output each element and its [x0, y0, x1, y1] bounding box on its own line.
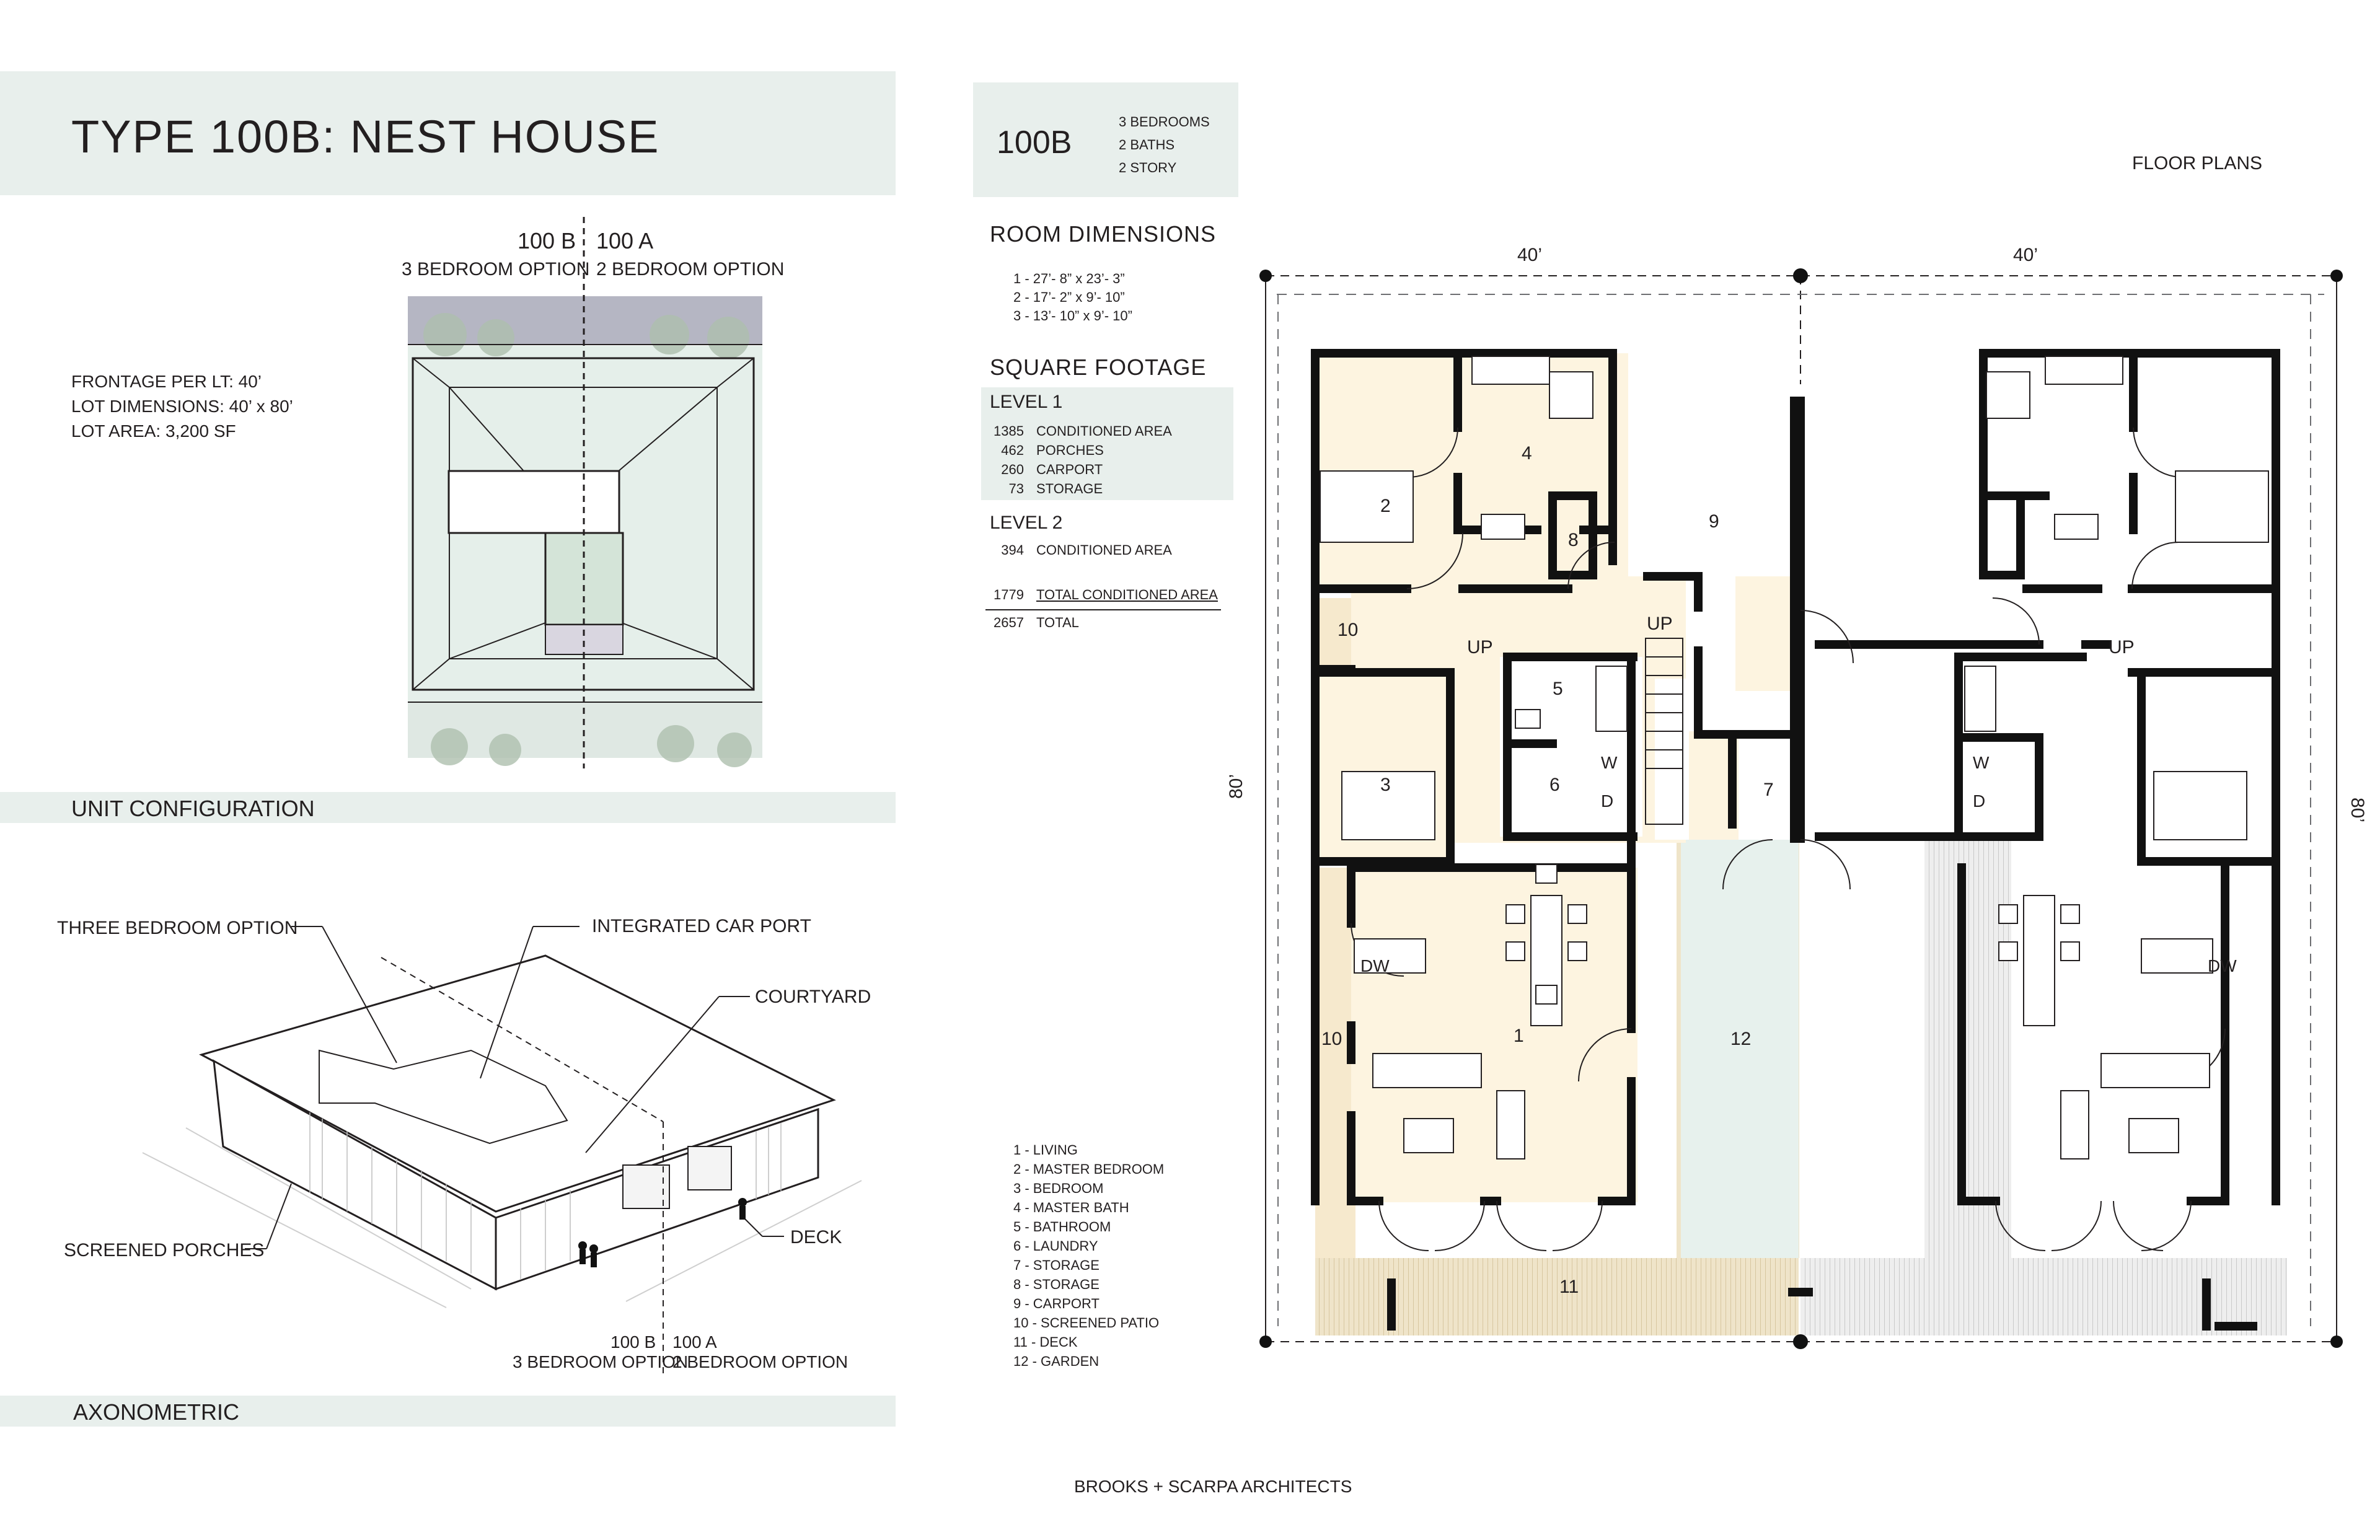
- legend-item: 3 - BEDROOM: [1013, 1181, 1104, 1196]
- axo-option-b: 3 BEDROOM OPTION: [513, 1352, 689, 1371]
- unit-configuration-heading: UNIT CONFIGURATION: [71, 796, 315, 821]
- axo-option-a: 2 BEDROOM OPTION: [672, 1352, 848, 1371]
- room-9: 9: [1709, 511, 1719, 532]
- axo-label-100b: 100 B: [610, 1332, 656, 1352]
- room-2: 2: [1380, 496, 1391, 516]
- axo-three-bedroom-option: THREE BEDROOM OPTION: [57, 918, 298, 938]
- unit-baths: 2 BATHS: [1119, 137, 1175, 152]
- room-5: 5: [1553, 679, 1563, 699]
- axo-integrated-car-port: INTEGRATED CAR PORT: [592, 916, 811, 936]
- dim-top-left: 40’: [1517, 245, 1543, 265]
- dishwasher-1: DW: [1360, 956, 1390, 975]
- legend-item: 2 - MASTER BEDROOM: [1013, 1161, 1165, 1177]
- axonometric-heading: AXONOMETRIC: [73, 1399, 240, 1425]
- room-dimension-1: 1 - 27’- 8” x 23’- 3”: [1013, 271, 1125, 286]
- legend-item: 9 - CARPORT: [1013, 1296, 1100, 1311]
- stair-up-1: UP: [1467, 637, 1493, 658]
- page-title: TYPE 100B: NEST HOUSE: [71, 111, 660, 162]
- axo-label-100a: 100 A: [672, 1332, 717, 1352]
- room-6: 6: [1549, 775, 1560, 795]
- room-11: 11: [1559, 1277, 1579, 1297]
- unit-code: 100B: [997, 125, 1072, 161]
- stair-up-3: UP: [2109, 637, 2135, 658]
- unit-story: 2 STORY: [1119, 160, 1177, 175]
- dryer-1: D: [1601, 791, 1614, 811]
- room-legend: 1 - LIVING 2 - MASTER BEDROOM 3 - BEDROO…: [1013, 1140, 1164, 1371]
- square-footage-heading: SQUARE FOOTAGE: [990, 354, 1207, 380]
- floor-plans-label: FLOOR PLANS: [2132, 153, 2263, 174]
- site-label-100b: 100 B: [518, 228, 576, 253]
- unit-configuration-band: [0, 792, 896, 823]
- room-10-upper: 10: [1338, 620, 1359, 640]
- legend-item: 4 - MASTER BATH: [1013, 1200, 1129, 1215]
- dryer-2: D: [1973, 791, 1986, 811]
- axonometric-band: [0, 1396, 896, 1427]
- dim-right: 80’: [2347, 797, 2368, 823]
- legend-item: 11 - DECK: [1013, 1334, 1078, 1350]
- room-dimensions-list: 1 - 27’- 8” x 23’- 3” 2 - 17’- 2” x 9’- …: [1013, 270, 1132, 325]
- room-12: 12: [1730, 1029, 1752, 1049]
- room-8: 8: [1568, 530, 1579, 550]
- legend-item: 12 - GARDEN: [1013, 1353, 1100, 1369]
- room-3: 3: [1380, 775, 1391, 795]
- stair-up-2: UP: [1647, 614, 1673, 634]
- legend-item: 6 - LAUNDRY: [1013, 1238, 1098, 1254]
- room-dimensions-heading: ROOM DIMENSIONS: [990, 221, 1217, 247]
- level2-label: LEVEL 2: [990, 513, 1063, 533]
- room-10-lower: 10: [1321, 1029, 1342, 1049]
- room-1: 1: [1514, 1026, 1524, 1046]
- unit-specs: 3 BEDROOMS 2 BATHS 2 STORY: [1119, 110, 1210, 179]
- level1-band: [981, 387, 1233, 500]
- lot-dimensions: LOT DIMENSIONS: 40’ x 80’: [71, 397, 293, 416]
- level1-label: LEVEL 1: [990, 392, 1063, 412]
- washer-2: W: [1973, 753, 1990, 772]
- dishwasher-2: DW: [2208, 956, 2237, 975]
- legend-item: 1 - LIVING: [1013, 1142, 1078, 1158]
- site-option-b: 3 BEDROOM OPTION: [402, 259, 590, 279]
- axo-screened-porches: SCREENED PORCHES: [64, 1240, 265, 1261]
- unit-bedrooms: 3 BEDROOMS: [1119, 114, 1210, 130]
- site-option-a: 2 BEDROOM OPTION: [596, 259, 785, 279]
- washer-1: W: [1601, 753, 1618, 772]
- room-dimension-2: 2 - 17’- 2” x 9’- 10”: [1013, 289, 1125, 305]
- dim-top-right: 40’: [2013, 245, 2038, 265]
- total-divider: [985, 609, 1221, 610]
- axo-courtyard: COURTYARD: [755, 987, 871, 1007]
- legend-item: 5 - BATHROOM: [1013, 1219, 1111, 1234]
- dim-left: 80’: [1226, 773, 1247, 799]
- axo-deck: DECK: [790, 1227, 842, 1247]
- legend-item: 7 - STORAGE: [1013, 1257, 1100, 1273]
- lot-area: LOT AREA: 3,200 SF: [71, 421, 236, 441]
- site-label-100a: 100 A: [596, 228, 654, 253]
- lot-info: FRONTAGE PER LT: 40’ LOT DIMENSIONS: 40’…: [71, 369, 293, 444]
- unit-code-box: [973, 82, 1238, 197]
- firm-name: BROOKS + SCARPA ARCHITECTS: [1074, 1477, 1352, 1496]
- legend-item: 8 - STORAGE: [1013, 1277, 1100, 1292]
- legend-item: 10 - SCREENED PATIO: [1013, 1315, 1160, 1331]
- room-7: 7: [1763, 780, 1774, 800]
- room-4: 4: [1522, 443, 1532, 464]
- lot-frontage: FRONTAGE PER LT: 40’: [71, 372, 262, 391]
- title-band: [0, 71, 896, 195]
- room-dimension-3: 3 - 13’- 10” x 9’- 10”: [1013, 308, 1132, 323]
